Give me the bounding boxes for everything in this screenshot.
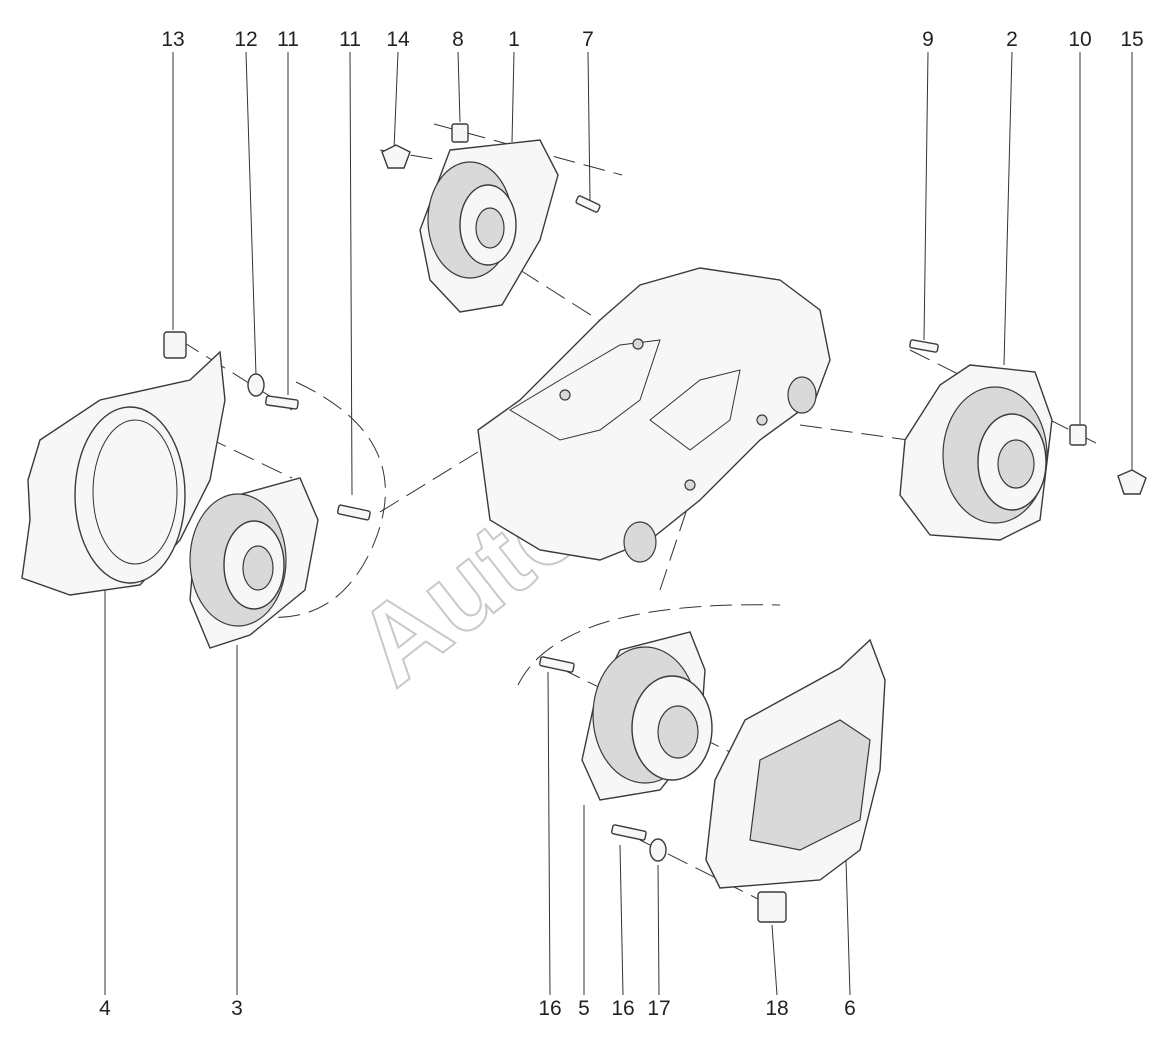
- callout-13: 13: [161, 28, 184, 51]
- bracket-rear-left: [21, 350, 226, 596]
- screw-11-b: [336, 504, 371, 521]
- screw-16-b: [611, 824, 647, 841]
- callout-6: 6: [844, 997, 856, 1020]
- callout-17: 17: [647, 997, 670, 1020]
- nut-10: [1069, 424, 1087, 446]
- callout-2: 2: [1006, 28, 1018, 51]
- car-illustration: [477, 267, 831, 563]
- screw-11-a: [265, 395, 299, 410]
- speaker-front-top: [419, 139, 559, 313]
- callout-7: 7: [582, 28, 594, 51]
- washer-17: [649, 838, 667, 862]
- callout-5: 5: [578, 997, 590, 1020]
- speaker-rear-right: [581, 631, 713, 801]
- nut-18: [757, 891, 787, 923]
- speaker-rear-left: [189, 477, 319, 649]
- callout-labels: 13 12 11 11 14 8 1 7 9 2 10 15 4 3 16 5 …: [99, 28, 1144, 1020]
- callout-15: 15: [1120, 28, 1143, 51]
- callout-11-a: 11: [277, 28, 299, 51]
- callout-9: 9: [922, 28, 934, 51]
- screw-16-a: [539, 656, 575, 673]
- washer-12: [247, 373, 265, 397]
- nut-8: [451, 123, 469, 143]
- callout-16-a: 16: [538, 997, 561, 1020]
- callout-10: 10: [1068, 28, 1091, 51]
- callout-12: 12: [234, 28, 257, 51]
- screw-9: [909, 339, 939, 353]
- leader-lines: [104, 51, 1133, 996]
- clip-14: [381, 144, 411, 169]
- screw-7: [575, 195, 601, 213]
- callout-11-b: 11: [339, 28, 361, 51]
- bracket-rear-right: [705, 638, 886, 889]
- nut-13: [163, 331, 187, 359]
- callout-8: 8: [452, 28, 464, 51]
- speaker-front-right: [899, 364, 1053, 541]
- callout-3: 3: [231, 997, 243, 1020]
- callout-4: 4: [99, 997, 111, 1020]
- callout-14: 14: [386, 28, 410, 51]
- clip-15: [1117, 469, 1147, 495]
- callout-16-b: 16: [611, 997, 634, 1020]
- callout-1: 1: [508, 28, 520, 51]
- callout-18: 18: [765, 997, 788, 1020]
